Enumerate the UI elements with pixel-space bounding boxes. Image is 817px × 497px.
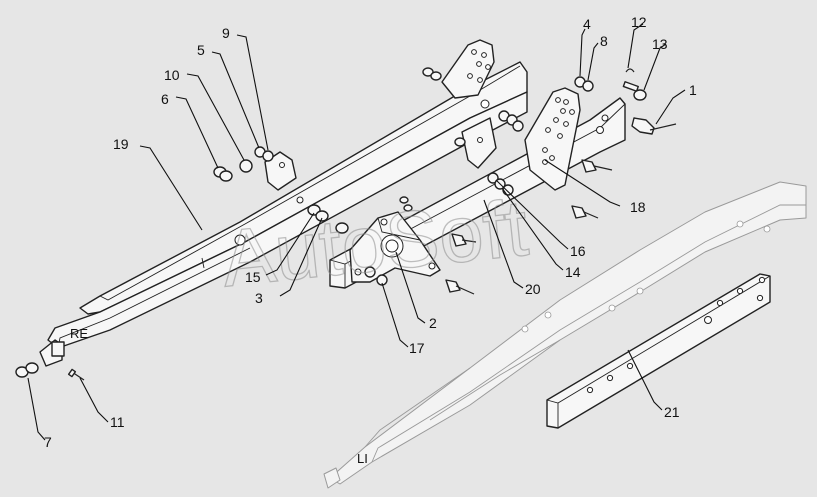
part-19-main-frame [39, 61, 528, 367]
part-2-front-bracket [349, 211, 441, 283]
callout-7: 7 [44, 434, 52, 450]
leader-lines [27, 23, 686, 441]
side-label-re: RE [70, 326, 88, 341]
callout-18: 18 [630, 199, 646, 215]
part-21-flat-plate [546, 273, 771, 429]
callout-21: 21 [664, 404, 680, 420]
callout-12: 12 [631, 14, 647, 30]
callout-9: 9 [222, 25, 230, 41]
upper-bracket-plate [441, 39, 495, 99]
callout-5: 5 [197, 42, 205, 58]
lower-rear-bracket [461, 117, 497, 169]
side-label-li: LI [357, 451, 368, 466]
callout-14: 14 [565, 264, 581, 280]
callout-13: 13 [652, 36, 668, 52]
rear-small-bracket [264, 151, 297, 191]
callout-2: 2 [429, 315, 437, 331]
callout-10: 10 [164, 67, 180, 83]
callout-16: 16 [570, 243, 586, 259]
callout-15: 15 [245, 269, 261, 285]
callout-6: 6 [161, 91, 169, 107]
callout-8: 8 [600, 33, 608, 49]
callout-labels: 1 2 3 4 5 6 7 8 9 10 11 12 13 14 15 16 1… [44, 14, 697, 450]
callout-3: 3 [255, 290, 263, 306]
callout-17: 17 [409, 340, 425, 356]
callout-11: 11 [110, 414, 125, 430]
callout-4: 4 [583, 16, 591, 32]
callout-19: 19 [113, 136, 129, 152]
callout-1: 1 [689, 82, 697, 98]
left-frame-li [323, 181, 807, 489]
callout-20: 20 [525, 281, 541, 297]
hardware [15, 67, 677, 381]
